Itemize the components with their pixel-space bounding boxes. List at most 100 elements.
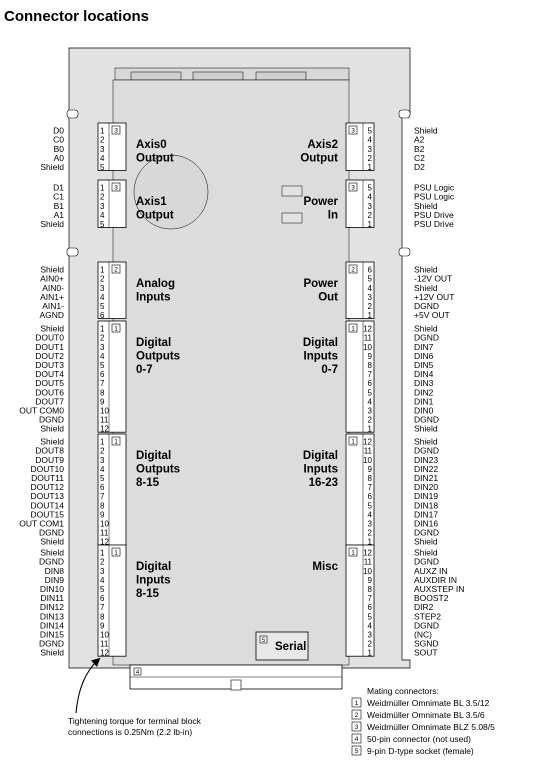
pin-number: 1 bbox=[368, 538, 373, 547]
pin-label: D0 bbox=[53, 126, 64, 136]
pin-label: DGND bbox=[414, 415, 439, 425]
pin-label: DOUT8 bbox=[35, 446, 64, 456]
pin-number: 2 bbox=[100, 447, 105, 456]
pin-number: 6 bbox=[100, 483, 105, 492]
mating-num-box bbox=[351, 733, 362, 744]
pin-label: DIN15 bbox=[40, 630, 64, 640]
connector-type-box bbox=[111, 436, 121, 446]
bottom-connector-key bbox=[230, 679, 242, 691]
pin-number: 11 bbox=[100, 640, 109, 649]
pin-number: 8 bbox=[100, 388, 105, 397]
pin-label: DIN4 bbox=[414, 369, 434, 379]
pin-number: 10 bbox=[100, 631, 109, 640]
pin-number: 3 bbox=[100, 202, 105, 211]
pin-number: 2 bbox=[100, 558, 105, 567]
mount-hole-left-top bbox=[66, 109, 79, 119]
pin-label: AUXZ IN bbox=[414, 566, 448, 576]
pin-label: BOOST2 bbox=[414, 593, 449, 603]
pin-label: +5V OUT bbox=[414, 310, 450, 320]
page-title: Connector locations bbox=[4, 8, 150, 25]
pin-label: Shield bbox=[40, 437, 64, 447]
block-label: Outputs bbox=[136, 464, 180, 476]
connector-type-number: 3 bbox=[114, 185, 118, 192]
pin-label: DIN7 bbox=[414, 342, 434, 352]
block-label: Axis1 bbox=[136, 196, 167, 208]
bottom-connector-type-number: 4 bbox=[136, 670, 140, 676]
connector-body bbox=[97, 433, 127, 546]
pin-label: Shield bbox=[40, 537, 64, 547]
pin-label: STEP2 bbox=[414, 611, 441, 621]
pin-label: DIN5 bbox=[414, 360, 434, 370]
pin-label: DOUT12 bbox=[30, 482, 64, 492]
connector-type-number: 3 bbox=[114, 128, 118, 135]
pin-label: DIN10 bbox=[40, 584, 64, 594]
pin-number: 6 bbox=[368, 266, 373, 275]
terminal-block-2: 21Shield2AIN0+3AIN0-4AIN1+5AIN1-6AGNDAna… bbox=[39, 261, 175, 320]
pin-number: 6 bbox=[368, 379, 373, 388]
pin-label: DIN18 bbox=[414, 500, 438, 510]
pin-number: 4 bbox=[368, 510, 373, 519]
pin-label: DGND bbox=[414, 620, 439, 630]
pin-number: 7 bbox=[368, 370, 373, 379]
pin-number: 8 bbox=[368, 474, 373, 483]
pin-number: 9 bbox=[368, 352, 373, 361]
block-label: 8-15 bbox=[136, 477, 160, 489]
board-inner-panel bbox=[112, 79, 350, 666]
pin-label: DIN9 bbox=[45, 575, 65, 585]
pin-number: 11 bbox=[364, 334, 373, 343]
pin-number: 3 bbox=[100, 456, 105, 465]
pin-number: 5 bbox=[100, 163, 105, 172]
pin-number: 2 bbox=[100, 275, 105, 284]
pin-number: 3 bbox=[368, 293, 373, 302]
pin-label: Shield bbox=[40, 648, 64, 658]
block-label: 0-7 bbox=[321, 364, 338, 376]
mating-num: 2 bbox=[355, 712, 359, 719]
pin-number: 7 bbox=[368, 483, 373, 492]
pin-label: +12V OUT bbox=[414, 292, 454, 302]
connector-body bbox=[97, 320, 127, 433]
pin-number: 1 bbox=[368, 649, 373, 658]
pin-label: A2 bbox=[414, 135, 425, 145]
pin-number: 7 bbox=[100, 379, 105, 388]
connector-type-number: 1 bbox=[114, 439, 118, 446]
mount-hole-right-top bbox=[398, 109, 411, 119]
pin-label: AIN1- bbox=[42, 301, 64, 311]
torque-arrow bbox=[75, 657, 101, 714]
pin-number: 10 bbox=[100, 520, 109, 529]
pin-label: AIN0+ bbox=[40, 274, 64, 284]
pin-label: Shield bbox=[414, 324, 438, 334]
pin-number: 1 bbox=[368, 311, 373, 320]
pin-number: 5 bbox=[368, 127, 373, 136]
pin-number: 3 bbox=[368, 407, 373, 416]
connector-body bbox=[97, 544, 127, 657]
pin-label: DGND bbox=[39, 415, 64, 425]
block-label: Outputs bbox=[136, 351, 180, 363]
connector-type-number: 2 bbox=[114, 267, 118, 274]
pin-label: Shield bbox=[40, 324, 64, 334]
pin-label: DOUT9 bbox=[35, 455, 64, 465]
block-label: 16-23 bbox=[309, 477, 338, 489]
connector-body bbox=[345, 320, 375, 433]
mating-item-text: Weidmüller Omnimate BLZ 5.08/5 bbox=[367, 722, 495, 732]
torque-note-line-2: connections is 0.25Nm (2.2 lb-in) bbox=[68, 727, 192, 737]
pin-label: B0 bbox=[54, 144, 65, 154]
pin-number: 8 bbox=[368, 585, 373, 594]
block-label: Digital bbox=[303, 337, 338, 349]
pin-number: 4 bbox=[100, 211, 105, 220]
pin-label: DOUT11 bbox=[31, 473, 64, 483]
pin-label: DOUT13 bbox=[30, 491, 64, 501]
pin-label: DOUT0 bbox=[35, 333, 64, 343]
board-top-tab-3 bbox=[130, 71, 182, 81]
mating-num-box bbox=[351, 709, 362, 720]
pin-label: DIN8 bbox=[45, 566, 65, 576]
connector-type-box bbox=[348, 264, 358, 274]
connector-type-number: 3 bbox=[351, 128, 355, 135]
pin-label: DOUT7 bbox=[35, 396, 64, 406]
pin-number: 4 bbox=[100, 576, 105, 585]
block-label: Output bbox=[136, 153, 174, 165]
pin-number: 4 bbox=[368, 193, 373, 202]
pin-number: 1 bbox=[100, 184, 105, 193]
